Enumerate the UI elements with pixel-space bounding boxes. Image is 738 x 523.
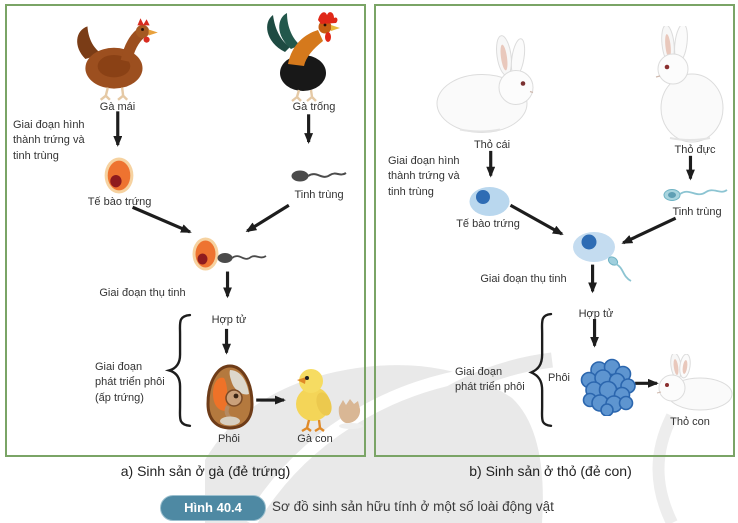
hen-illustration [77, 18, 158, 101]
brace-icon [164, 313, 192, 427]
watermark-arc-2 [652, 413, 678, 523]
label-male-rabbit: Thỏ đực [674, 144, 716, 156]
panel-chicken: Gà mái Gà trống Giai đoạn hình thành trứ… [5, 4, 366, 457]
label-zygote: Hợp tử [211, 314, 247, 326]
watermark-arc [372, 352, 553, 457]
brace-icon [528, 312, 553, 427]
label-hen: Gà mái [99, 101, 136, 113]
panel-rabbit: Thỏ cái Thỏ đực Giai đoạn hình thành trứ… [374, 4, 735, 457]
panel-a-caption: a) Sinh sản ở gà (đẻ trứng) [120, 463, 291, 479]
watermark-blob [205, 365, 543, 523]
fertilized-cell-illustration [573, 232, 632, 282]
chicken-arrows-overlay [113, 111, 314, 427]
male-rabbit-illustration [655, 26, 724, 143]
label-zygote: Hợp tử [578, 308, 614, 320]
label-egg-cell: Tế bào trứng [456, 218, 520, 230]
arrow-diagonal-icon [245, 203, 290, 233]
label-female-rabbit: Thỏ cái [473, 139, 511, 151]
female-rabbit-illustration [436, 35, 534, 133]
label-stage-embryo: Giai đoạn phát triển phôi [455, 366, 525, 394]
embryo-egg-illustration [206, 364, 254, 430]
label-egg-cell: Tế bào trứng [87, 196, 152, 208]
label-rooster: Gà trống [292, 101, 336, 113]
fertilizing-sperm-illustration [217, 253, 267, 263]
rooster-illustration [267, 12, 340, 102]
figure-caption: Sơ đồ sinh sản hữu tính ở một số loài độ… [272, 499, 554, 514]
panel-b-caption: b) Sinh sản ở thỏ (đẻ con) [469, 463, 632, 479]
label-embryo: Phôi [217, 433, 241, 445]
label-stage-fertilization: Giai đoạn thụ tinh [99, 287, 186, 299]
figure-number-badge: Hình 40.4 [160, 495, 266, 521]
label-sperm: Tinh trùng [672, 206, 722, 218]
baby-rabbit-illustration [656, 354, 733, 411]
arrow-diagonal-icon [621, 216, 677, 245]
arrow-diagonal-icon [509, 203, 564, 236]
sperm-illustration [663, 189, 728, 201]
label-stage-formation: Giai đoạn hình thành trứng và tinh trùng [13, 119, 85, 162]
egg-cell-illustration [469, 187, 510, 216]
label-sperm: Tinh trùng [294, 189, 344, 201]
label-stage-fertilization: Giai đoạn thụ tinh [480, 273, 567, 285]
sperm-illustration [291, 170, 347, 182]
label-embryo: Phôi [547, 372, 571, 384]
label-stage-embryo: Giai đoạn phát triển phôi (ấp trứng) [95, 361, 165, 404]
fertilized-egg-illustration [192, 237, 219, 271]
label-offspring: Thỏ con [670, 416, 710, 428]
egg-cell-illustration [104, 157, 134, 194]
rabbit-arrows-overlay [486, 150, 695, 427]
label-stage-formation: Giai đoạn hình thành trứng và tinh trùng [388, 155, 460, 198]
arrow-diagonal-icon [131, 205, 192, 234]
chick-illustration [296, 369, 363, 432]
label-offspring: Gà con [297, 433, 333, 445]
morula-illustration [580, 358, 636, 416]
